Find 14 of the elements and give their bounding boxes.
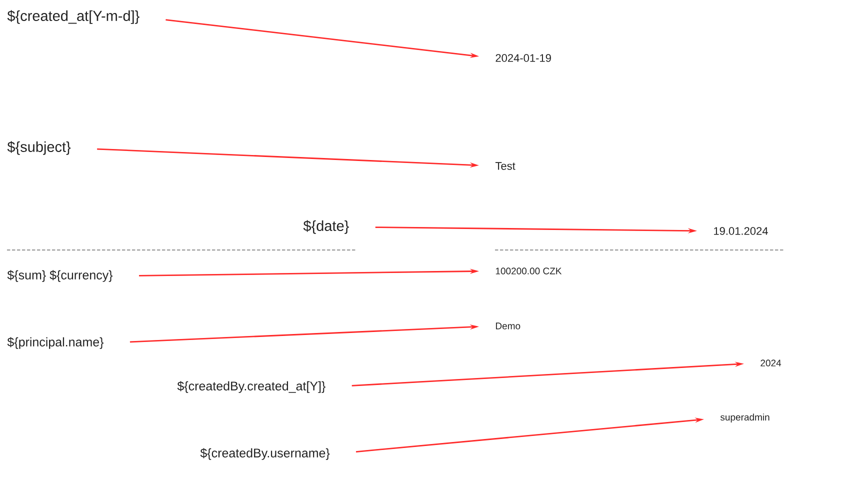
placeholder-text: ${createdBy.username} <box>200 448 330 460</box>
placeholder-text: ${created_at[Y-m-d]} <box>7 10 140 24</box>
placeholder-text: ${subject} <box>7 141 71 155</box>
value-text: 19.01.2024 <box>714 227 768 235</box>
value-text: 2024 <box>760 360 782 366</box>
value-text: 100200.00 CZK <box>496 268 562 274</box>
placeholder-text: ${date} <box>303 220 349 234</box>
value-text: Test <box>495 162 516 170</box>
placeholder-text: ${principal.name} <box>7 337 104 349</box>
value-text: Demo <box>496 322 520 330</box>
placeholder-text: ${sum} ${currency} <box>7 270 113 282</box>
placeholder-text: ${createdBy.created_at[Y]} <box>177 381 326 393</box>
value-text: superadmin <box>720 414 770 422</box>
value-text: 2024-01-19 <box>496 54 551 62</box>
